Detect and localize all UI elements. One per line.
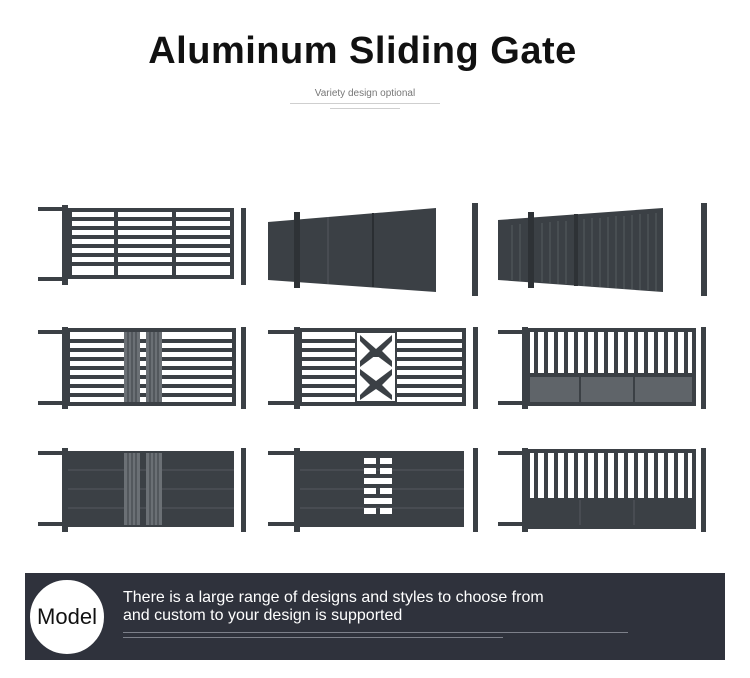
gate-image-8 [268,448,483,533]
info-banner [25,573,725,660]
subtitle-divider-short [330,108,400,109]
banner-text-line-2: and custom to your design is supported [123,607,403,624]
banner-text-line-1: There is a large range of designs and st… [123,589,544,606]
gate-image-5 [268,325,483,410]
banner-fine-print-line [123,632,628,633]
banner-fine-print-line [123,637,503,638]
gate-image-2 [268,200,483,300]
page-title: Aluminum Sliding Gate [148,30,577,72]
subtitle-divider [290,103,440,104]
gate-image-9 [498,448,713,533]
gate-image-7 [38,448,248,533]
gate-image-4 [38,325,248,410]
gate-image-3 [498,200,713,300]
gate-image-6 [498,325,713,410]
model-badge: Model [28,578,106,656]
gate-image-1 [38,205,248,285]
page-subtitle: Variety design optional [314,88,416,99]
